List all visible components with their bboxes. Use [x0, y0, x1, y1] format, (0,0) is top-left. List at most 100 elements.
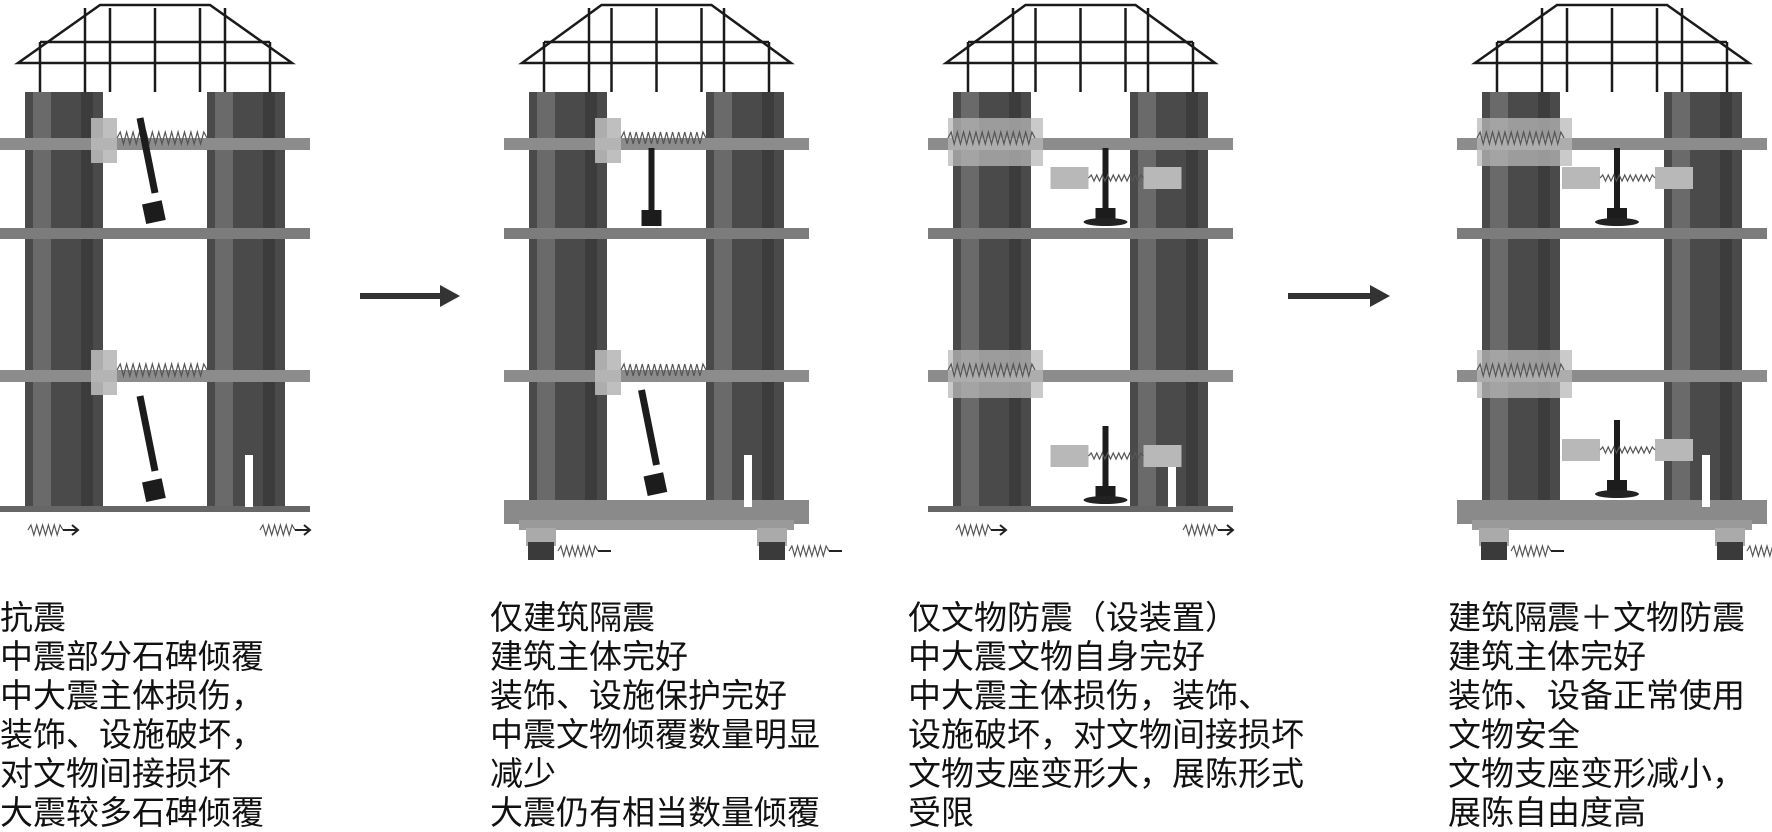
ground-motion-spring — [27, 522, 64, 538]
bearing-base — [1481, 542, 1507, 560]
wall-spring — [116, 129, 208, 147]
ground-line — [928, 506, 1233, 512]
column-edge-right — [1186, 92, 1198, 510]
floor-slab-mid — [0, 228, 310, 239]
floor-slab-mid — [1457, 228, 1767, 239]
column-face-left — [961, 92, 979, 510]
caption-line: 展陈自由度高 — [1448, 793, 1646, 832]
isolator-spring — [1599, 173, 1656, 183]
column-edge-right — [263, 92, 275, 510]
artifact-stele — [1614, 148, 1620, 218]
column-edge-right — [762, 92, 774, 500]
wall-anchor — [1477, 118, 1572, 166]
artifact-stele-tilted — [136, 117, 159, 194]
base-damper-spring — [788, 543, 830, 559]
wall-anchor — [948, 350, 1043, 398]
door-slot — [744, 455, 752, 507]
isolator-box — [1050, 167, 1089, 189]
bearing-base — [528, 542, 554, 560]
artifact-stele — [648, 148, 655, 213]
ground-motion-arrow — [63, 524, 80, 536]
caption-line: 建筑主体完好 — [1448, 637, 1646, 676]
artifact-stele-tilted — [638, 389, 660, 466]
caption-line: 中大震文物自身完好 — [908, 637, 1205, 676]
isolator-box — [1143, 445, 1182, 467]
door-slot — [1702, 455, 1710, 507]
door-slot — [1168, 455, 1176, 507]
ground-motion-spring — [955, 522, 992, 538]
caption-line: 装饰、设施保护完好 — [490, 676, 787, 715]
artifact-stele-tilted — [136, 395, 159, 472]
isolator-box — [1562, 439, 1600, 461]
artifact-stele — [1102, 148, 1109, 218]
caption-line: 大震较多石碑倾覆 — [0, 793, 264, 832]
caption-line: 中震部分石碑倾覆 — [0, 637, 264, 676]
building-building-isolation-only — [504, 3, 842, 560]
wall-anchor — [1477, 350, 1572, 398]
caption-title: 仅建筑隔震 — [490, 598, 655, 637]
artifact-stele — [1102, 426, 1109, 496]
column-face-left — [33, 92, 51, 510]
caption-title: 仅文物防震（设装置） — [908, 598, 1238, 637]
column-edge-right — [1720, 92, 1732, 500]
isolator-box — [1655, 167, 1693, 189]
column-face-right — [1138, 92, 1156, 510]
ground-line — [0, 506, 310, 512]
artifact-isolator — [1083, 218, 1128, 226]
caption-line: 建筑主体完好 — [490, 637, 688, 676]
caption-line: 装饰、设施破坏， — [0, 715, 264, 754]
caption-line: 中震文物倾覆数量明显 — [490, 715, 820, 754]
wall-anchor — [595, 118, 621, 163]
caption-line: 文物支座变形大，展陈形式 — [908, 754, 1304, 793]
base-damper-spring — [557, 543, 599, 559]
caption-artifact-isolation-only: 仅文物防震（设装置）中大震文物自身完好中大震主体损伤，装饰、设施破坏，对文物间接… — [908, 598, 1304, 832]
artifact-base — [1607, 480, 1627, 492]
ledge-upper — [504, 138, 809, 150]
isolator-box — [1143, 167, 1182, 189]
bearing — [1479, 528, 1509, 546]
artifact-isolator — [1083, 496, 1128, 504]
caption-combined-isolation: 建筑隔震＋文物防震建筑主体完好装饰、设备正常使用文物安全文物支座变形减小，展陈自… — [1448, 598, 1745, 832]
isolator-box — [1050, 445, 1089, 467]
artifact-stele — [1614, 420, 1620, 490]
caption-line: 减少 — [490, 754, 556, 793]
building-seismic-resistance — [0, 3, 312, 538]
caption-title: 抗震 — [0, 598, 66, 637]
artifact-base — [142, 200, 166, 225]
isolator-spring — [1088, 173, 1144, 183]
arrow-head — [1370, 285, 1390, 307]
building-artifact-isolation-only — [928, 3, 1235, 538]
wall-spring — [947, 129, 1036, 147]
caption-line: 中大震主体损伤， — [0, 676, 264, 715]
artifact-base — [1607, 208, 1627, 220]
bearing-base — [759, 542, 785, 560]
wall-anchor — [595, 350, 621, 395]
base-damper-spring — [1510, 543, 1552, 559]
building-combined-isolation — [1457, 3, 1772, 560]
caption-line: 设施破坏，对文物间接损坏 — [908, 715, 1304, 754]
artifact-base — [641, 210, 662, 226]
floor-slab-mid — [928, 228, 1233, 239]
caption-line: 对文物间接损坏 — [0, 754, 231, 793]
isolation-slab-lower — [1472, 520, 1752, 530]
column-edge-left — [585, 92, 597, 500]
arrow-head — [440, 285, 460, 307]
caption-building-isolation-only: 仅建筑隔震建筑主体完好装饰、设施保护完好中震文物倾覆数量明显减少大震仍有相当数量… — [490, 598, 820, 832]
artifact-base — [643, 472, 668, 497]
column-face-right — [1672, 92, 1690, 500]
isolator-box — [1655, 439, 1693, 461]
caption-line: 文物安全 — [1448, 715, 1580, 754]
bearing-base — [1717, 542, 1743, 560]
wall-anchor — [948, 118, 1043, 166]
column-face-right — [215, 92, 233, 510]
ledge-lower — [504, 370, 809, 382]
door-slot — [245, 455, 253, 507]
artifact-base — [1095, 208, 1116, 220]
caption-line: 文物支座变形减小， — [1448, 754, 1745, 793]
wall-spring — [947, 361, 1036, 379]
base-damper-spring — [1746, 543, 1772, 559]
wall-anchor — [91, 350, 117, 395]
column-edge-left — [81, 92, 93, 510]
transition-arrow-2 — [1288, 285, 1390, 307]
ground-motion-arrow — [295, 524, 312, 536]
